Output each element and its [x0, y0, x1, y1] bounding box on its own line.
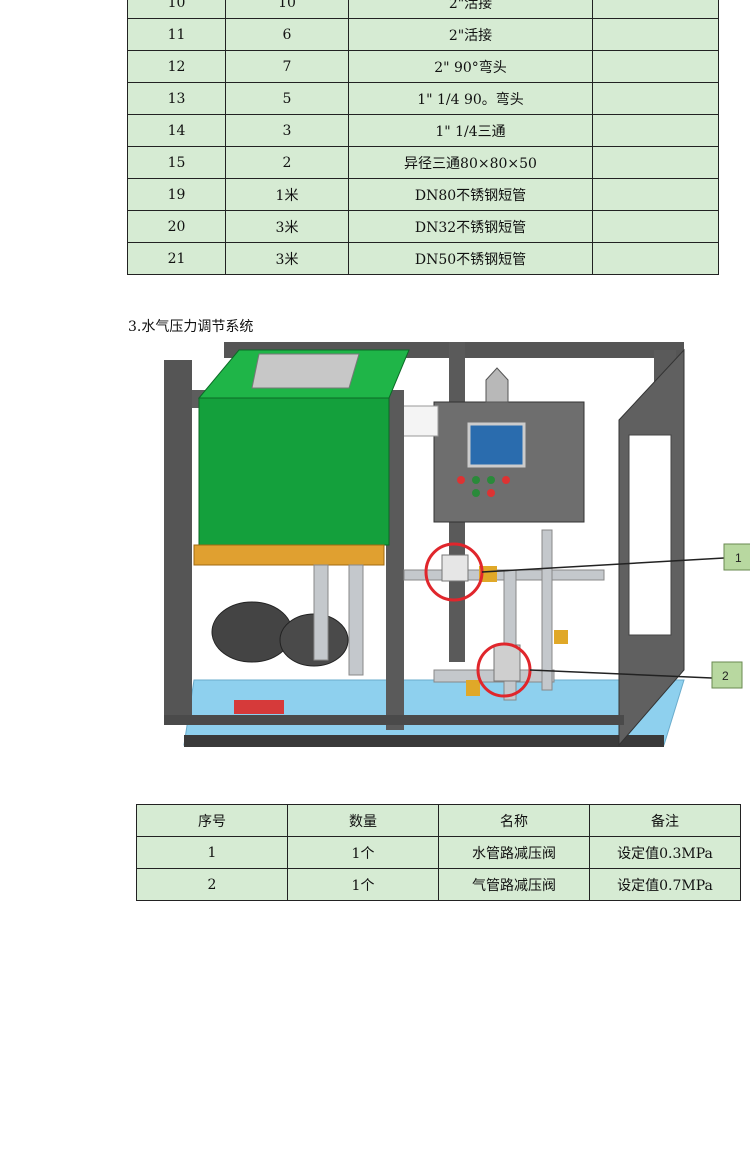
table-cell: 设定值0.7MPa — [589, 868, 741, 901]
table-row: 21 3米 DN50不锈钢短管 — [127, 242, 719, 275]
warning-label — [401, 405, 439, 437]
tank-support — [193, 544, 385, 566]
table-cell: DN80不锈钢短管 — [348, 178, 593, 211]
table-cell: 1 — [136, 836, 288, 869]
table-cell — [592, 178, 719, 211]
table-cell — [592, 18, 719, 51]
table-cell: 3 — [225, 114, 349, 147]
table-cell: 2 — [225, 146, 349, 179]
table-cell: 20 — [127, 210, 226, 243]
table-cell — [592, 82, 719, 115]
table-cell: 10 — [225, 0, 349, 19]
leader-line-1 — [481, 557, 725, 573]
brass-fitting — [554, 630, 568, 644]
pump-motor — [211, 601, 293, 663]
table-cell: 3米 — [225, 210, 349, 243]
table-cell — [592, 146, 719, 179]
table-cell: 7 — [225, 50, 349, 83]
table-cell — [592, 114, 719, 147]
table-cell: 15 — [127, 146, 226, 179]
callout-1 — [723, 543, 750, 571]
frame-bottom-rail — [164, 715, 624, 725]
frame-front-right-post — [386, 390, 404, 730]
table-cell: 14 — [127, 114, 226, 147]
table-cell: 2" 90°弯头 — [348, 50, 593, 83]
table-row: 20 3米 DN32不锈钢短管 — [127, 210, 719, 243]
right-panel-window — [628, 434, 672, 636]
table-header-cell: 名称 — [438, 804, 590, 837]
table-row: 19 1米 DN80不锈钢短管 — [127, 178, 719, 211]
table-header-row: 序号 数量 名称 备注 — [136, 804, 741, 837]
valve-table: 序号 数量 名称 备注 1 1个 水管路减压阀 设定值0.3MPa 2 1个 气… — [136, 804, 741, 901]
table-row: 1 1个 水管路减压阀 设定值0.3MPa — [136, 836, 741, 869]
parts-table: 10 10 2"活接 11 6 2"活接 12 7 2" 90°弯头 13 5 … — [127, 0, 719, 275]
base-shadow — [184, 735, 664, 747]
table-cell — [592, 242, 719, 275]
pipe — [541, 529, 553, 691]
control-screen — [467, 422, 526, 468]
indicator-light — [472, 476, 480, 484]
table-cell: 1个 — [287, 836, 439, 869]
leader-line-2 — [529, 669, 713, 679]
table-row: 14 3 1" 1/4三通 — [127, 114, 719, 147]
table-row: 2 1个 气管路减压阀 设定值0.7MPa — [136, 868, 741, 901]
table-cell: 设定值0.3MPa — [589, 836, 741, 869]
table-cell: 6 — [225, 18, 349, 51]
indicator-light — [502, 476, 510, 484]
table-cell — [592, 50, 719, 83]
table-cell: 19 — [127, 178, 226, 211]
frame-front-left-post — [164, 360, 192, 720]
table-row: 10 10 2"活接 — [127, 0, 719, 19]
table-row: 15 2 异径三通80×80×50 — [127, 146, 719, 179]
water-tank — [198, 397, 390, 546]
table-cell: 2"活接 — [348, 0, 593, 19]
table-cell: 1个 — [287, 868, 439, 901]
table-cell: 2"活接 — [348, 18, 593, 51]
callout-2-label: 2 — [722, 669, 729, 683]
tank-lid — [251, 353, 360, 389]
table-cell: 21 — [127, 242, 226, 275]
table-row: 13 5 1" 1/4 90。弯头 — [127, 82, 719, 115]
table-cell — [592, 210, 719, 243]
callout-2 — [711, 661, 743, 689]
table-cell: DN32不锈钢短管 — [348, 210, 593, 243]
indicator-light — [472, 489, 480, 497]
pump-base-red — [234, 700, 284, 714]
table-cell: 3米 — [225, 242, 349, 275]
indicator-light — [487, 489, 495, 497]
table-cell: 气管路减压阀 — [438, 868, 590, 901]
table-cell: 5 — [225, 82, 349, 115]
brass-fitting — [466, 680, 480, 696]
table-cell: 1米 — [225, 178, 349, 211]
top-vent — [485, 367, 509, 403]
table-cell: 1" 1/4 90。弯头 — [348, 82, 593, 115]
table-cell: 13 — [127, 82, 226, 115]
table-cell: 12 — [127, 50, 226, 83]
table-cell: 11 — [127, 18, 226, 51]
indicator-light — [457, 476, 465, 484]
table-header-cell: 备注 — [589, 804, 741, 837]
indicator-light — [487, 476, 495, 484]
air-valve — [493, 644, 521, 682]
brass-fitting — [479, 566, 497, 582]
pipe — [348, 564, 364, 676]
table-row: 12 7 2" 90°弯头 — [127, 50, 719, 83]
table-cell: 1" 1/4三通 — [348, 114, 593, 147]
table-cell: 水管路减压阀 — [438, 836, 590, 869]
table-cell: 2 — [136, 868, 288, 901]
table-cell — [592, 0, 719, 19]
table-cell: DN50不锈钢短管 — [348, 242, 593, 275]
equipment-diagram: 1 2 — [164, 342, 750, 747]
table-cell: 异径三通80×80×50 — [348, 146, 593, 179]
callout-1-label: 1 — [735, 551, 742, 565]
table-header-cell: 数量 — [287, 804, 439, 837]
table-header-cell: 序号 — [136, 804, 288, 837]
water-valve — [441, 554, 469, 582]
table-cell: 10 — [127, 0, 226, 19]
table-row: 11 6 2"活接 — [127, 18, 719, 51]
section-heading: 3.水气压力调节系统 — [128, 319, 254, 335]
pipe — [313, 564, 329, 661]
